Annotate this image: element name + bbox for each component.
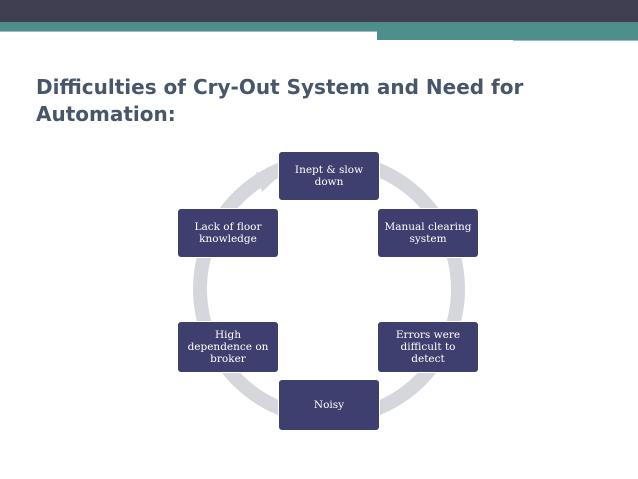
cycle-arrow-head <box>256 172 279 192</box>
header-rule-right <box>513 40 638 41</box>
cycle-node-errors: Errors were difficult to detect <box>377 321 479 373</box>
header-dark-bar <box>0 0 638 22</box>
header-accent-bar-right <box>377 31 638 40</box>
cycle-node-broker-dependence: High dependence on broker <box>177 321 279 373</box>
cycle-node-label: Manual clearing system <box>384 221 472 245</box>
cycle-node-label: Lack of floor knowledge <box>194 221 262 245</box>
cycle-node-label: Noisy <box>313 399 345 411</box>
cycle-node-inept-slow: Inept & slow down <box>278 151 380 201</box>
slide-title: Difficulties of Cry-Out System and Need … <box>36 75 524 126</box>
cycle-node-manual-clearing: Manual clearing system <box>377 208 479 258</box>
cycle-node-label: Errors were difficult to detect <box>395 329 461 365</box>
cycle-node-label: Inept & slow down <box>294 164 364 188</box>
cycle-node-label: High dependence on broker <box>187 329 269 365</box>
cycle-node-floor-knowledge: Lack of floor knowledge <box>177 208 279 258</box>
cycle-node-noisy: Noisy <box>278 379 380 431</box>
header-rule-left <box>0 31 377 32</box>
header-accent-bar <box>0 22 638 31</box>
